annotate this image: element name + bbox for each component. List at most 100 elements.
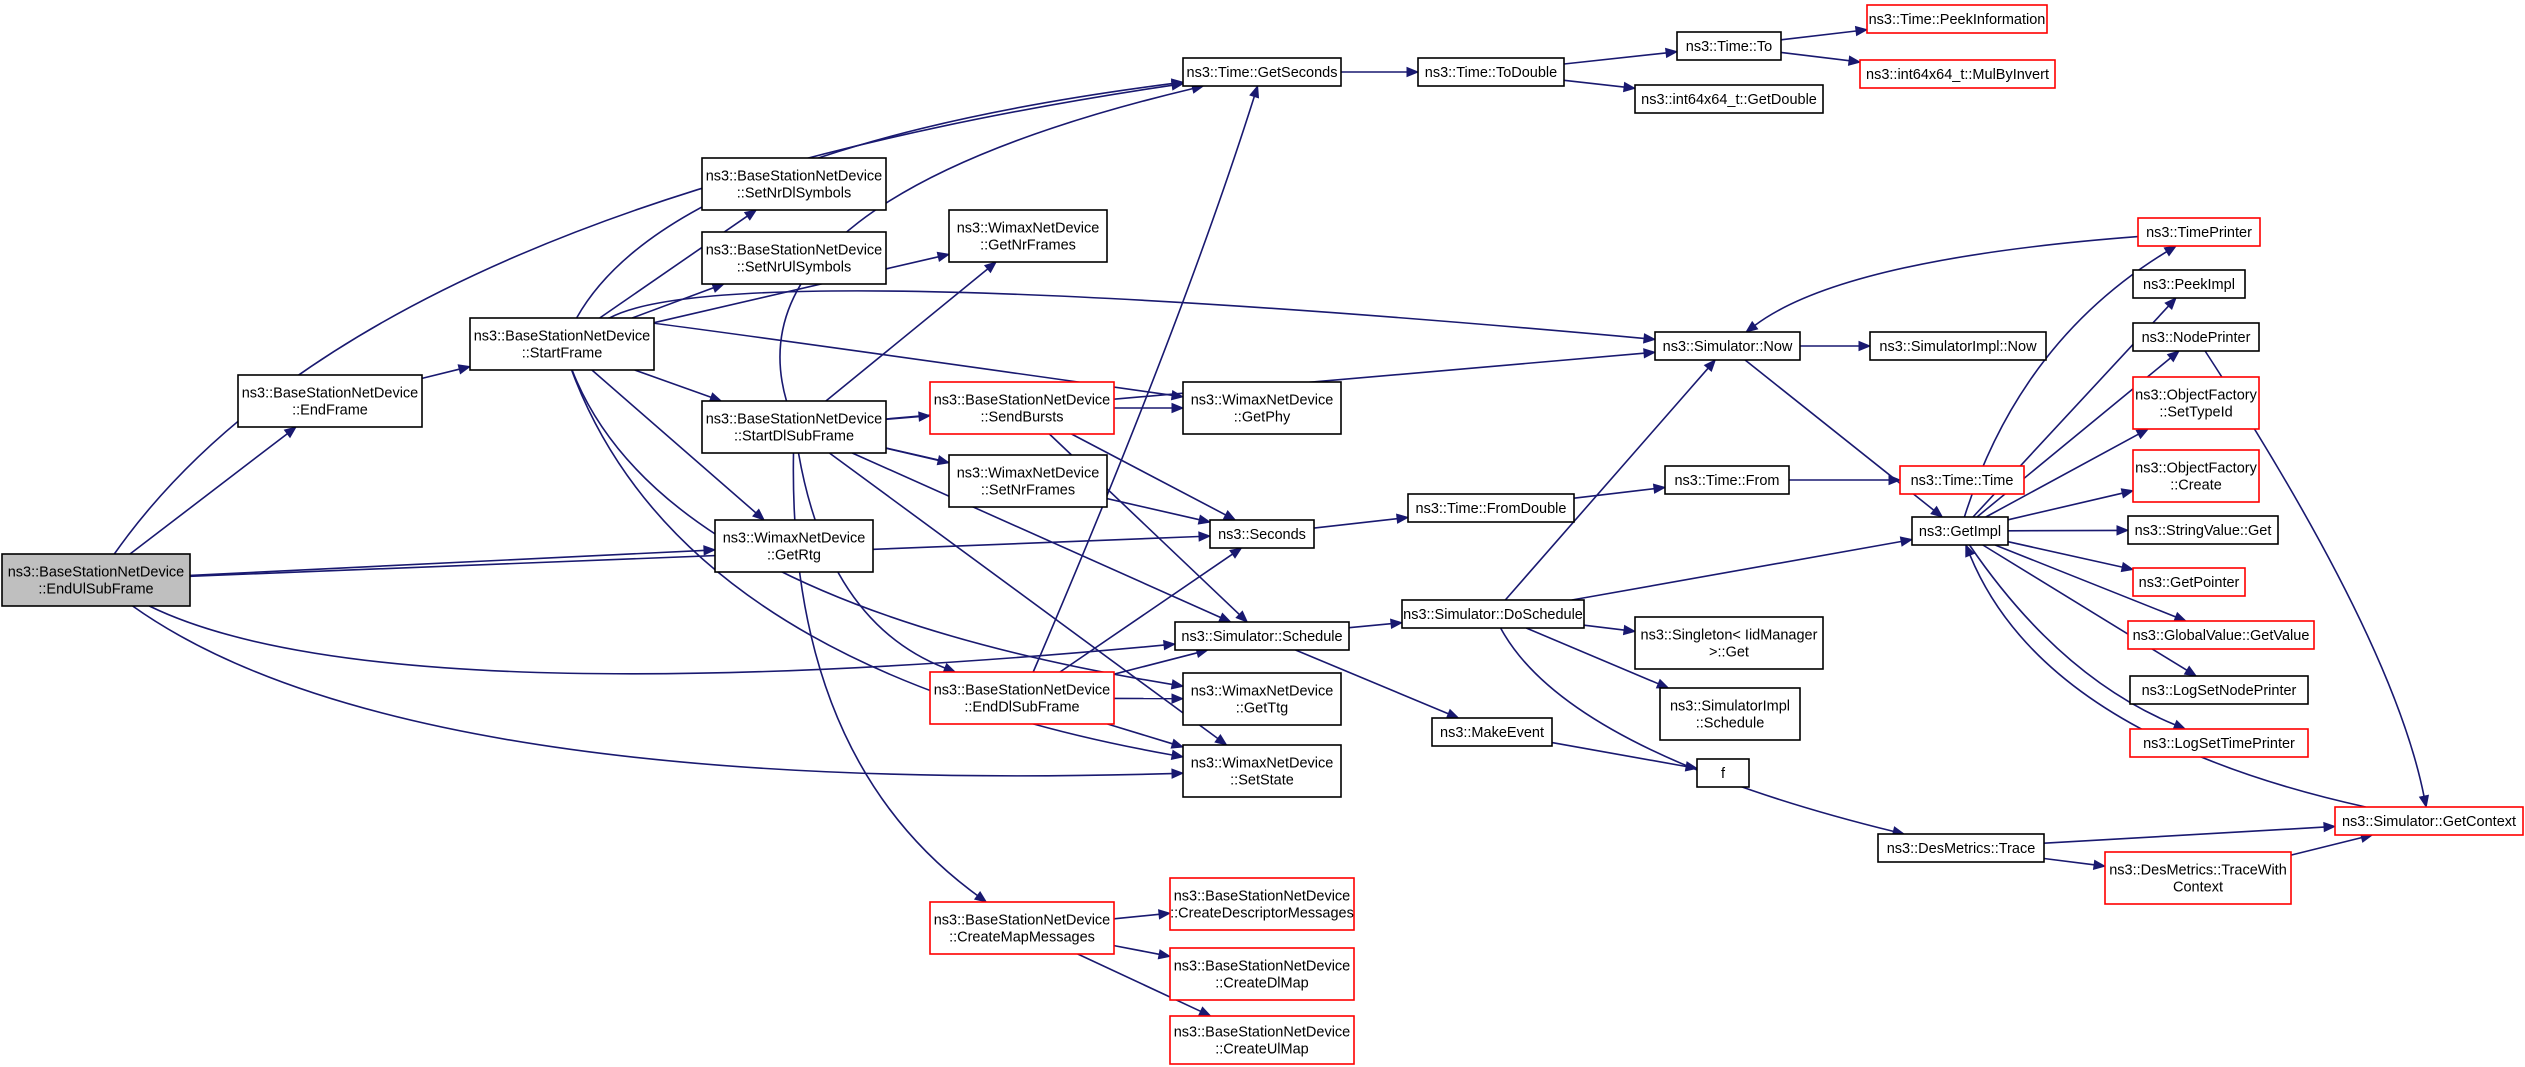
node-setnrframes[interactable]: ns3::WimaxNetDevice::SetNrFrames	[948, 454, 1108, 508]
node-timeprinter[interactable]: ns3::TimePrinter	[2137, 217, 2261, 247]
node-box-tracewithctx[interactable]	[2104, 851, 2292, 905]
node-box-getimpl[interactable]	[1911, 516, 2009, 546]
node-fromdouble[interactable]: ns3::Time::FromDouble	[1407, 493, 1575, 523]
node-box-todouble[interactable]	[1417, 57, 1565, 87]
node-box-stringvalueget[interactable]	[2127, 515, 2279, 545]
node-box-timeto[interactable]	[1676, 31, 1782, 61]
node-box-f[interactable]	[1696, 758, 1750, 788]
node-box-doschedule[interactable]	[1401, 599, 1585, 629]
node-box-createmap[interactable]	[929, 901, 1115, 955]
node-box-logsettime[interactable]	[2129, 728, 2309, 758]
node-endframe[interactable]: ns3::BaseStationNetDevice::EndFrame	[237, 374, 423, 428]
node-ofsettypeid[interactable]: ns3::ObjectFactory::SetTypeId	[2132, 376, 2260, 430]
node-getnrframes[interactable]: ns3::WimaxNetDevice::GetNrFrames	[948, 209, 1108, 263]
node-timetime[interactable]: ns3::Time::Time	[1899, 465, 2025, 495]
node-box-getseconds[interactable]	[1182, 57, 1342, 87]
node-seconds[interactable]: ns3::Seconds	[1209, 519, 1315, 549]
node-box-startdl[interactable]	[701, 400, 887, 454]
node-createdesc[interactable]: ns3::BaseStationNetDevice::CreateDescrip…	[1169, 877, 1355, 931]
node-box-endframe[interactable]	[237, 374, 423, 428]
node-box-setstate[interactable]	[1182, 744, 1342, 798]
node-box-ofcreate[interactable]	[2132, 449, 2260, 503]
node-setstate[interactable]: ns3::WimaxNetDevice::SetState	[1182, 744, 1342, 798]
node-createulmap[interactable]: ns3::BaseStationNetDevice::CreateUlMap	[1169, 1015, 1355, 1065]
node-box-getnrframes[interactable]	[948, 209, 1108, 263]
node-box-mulbyinvert[interactable]	[1859, 59, 2056, 89]
node-box-ofsettypeid[interactable]	[2132, 376, 2260, 430]
node-simnow[interactable]: ns3::Simulator::Now	[1654, 331, 1801, 361]
node-box-enddl[interactable]	[929, 671, 1115, 725]
node-box-int64getdouble[interactable]	[1634, 84, 1824, 114]
node-nodeprinter[interactable]: ns3::NodePrinter	[2132, 322, 2260, 352]
node-box-setnrul[interactable]	[701, 231, 887, 285]
node-box-sendbursts[interactable]	[929, 381, 1115, 435]
node-setnrdl[interactable]: ns3::BaseStationNetDevice::SetNrDlSymbol…	[701, 157, 887, 211]
node-box-singletonget[interactable]	[1634, 616, 1824, 670]
node-box-timetime[interactable]	[1899, 465, 2025, 495]
node-getpointer[interactable]: ns3::GetPointer	[2132, 567, 2246, 597]
node-simimplschedule[interactable]: ns3::SimulatorImpl::Schedule	[1659, 687, 1801, 741]
node-todouble[interactable]: ns3::Time::ToDouble	[1417, 57, 1565, 87]
node-box-destrace[interactable]	[1877, 833, 2045, 863]
node-globalvalue[interactable]: ns3::GlobalValue::GetValue	[2127, 620, 2315, 650]
node-box-peekinfo[interactable]	[1866, 4, 2048, 34]
node-box-createdesc[interactable]	[1169, 877, 1355, 931]
node-setnrul[interactable]: ns3::BaseStationNetDevice::SetNrUlSymbol…	[701, 231, 887, 285]
node-timefrom[interactable]: ns3::Time::From	[1664, 465, 1790, 495]
node-box-makeevent[interactable]	[1431, 717, 1553, 747]
node-singletonget[interactable]: ns3::Singleton< IidManager>::Get	[1634, 616, 1824, 670]
node-box-getpointer[interactable]	[2132, 567, 2246, 597]
node-box-getphy[interactable]	[1182, 381, 1342, 435]
node-getimpl[interactable]: ns3::GetImpl	[1911, 516, 2009, 546]
node-f[interactable]: f	[1696, 758, 1750, 788]
node-box-schedule[interactable]	[1174, 621, 1350, 651]
node-box-simgetcontext[interactable]	[2334, 806, 2524, 836]
node-doschedule[interactable]: ns3::Simulator::DoSchedule	[1401, 599, 1585, 629]
node-endulsub[interactable]: ns3::BaseStationNetDevice::EndUlSubFrame	[1, 553, 191, 607]
node-simimplnow[interactable]: ns3::SimulatorImpl::Now	[1869, 331, 2047, 361]
node-box-fromdouble[interactable]	[1407, 493, 1575, 523]
node-box-simnow[interactable]	[1654, 331, 1801, 361]
node-box-setnrdl[interactable]	[701, 157, 887, 211]
node-box-simimplschedule[interactable]	[1659, 687, 1801, 741]
node-box-createdlmap[interactable]	[1169, 947, 1355, 1001]
node-createdlmap[interactable]: ns3::BaseStationNetDevice::CreateDlMap	[1169, 947, 1355, 1001]
node-getphy[interactable]: ns3::WimaxNetDevice::GetPhy	[1182, 381, 1342, 435]
node-getseconds[interactable]: ns3::Time::GetSeconds	[1182, 57, 1342, 87]
node-box-getttg[interactable]	[1182, 672, 1342, 726]
node-sendbursts[interactable]: ns3::BaseStationNetDevice::SendBursts	[929, 381, 1115, 435]
node-box-setnrframes[interactable]	[948, 454, 1108, 508]
node-getrtg[interactable]: ns3::WimaxNetDevice::GetRtg	[714, 519, 874, 573]
node-box-timefrom[interactable]	[1664, 465, 1790, 495]
node-box-endulsub[interactable]	[1, 553, 191, 607]
node-createmap[interactable]: ns3::BaseStationNetDevice::CreateMapMess…	[929, 901, 1115, 955]
node-box-peekimpl[interactable]	[2132, 269, 2246, 299]
node-box-seconds[interactable]	[1209, 519, 1315, 549]
node-ofcreate[interactable]: ns3::ObjectFactory::Create	[2132, 449, 2260, 503]
node-startdl[interactable]: ns3::BaseStationNetDevice::StartDlSubFra…	[701, 400, 887, 454]
node-box-getrtg[interactable]	[714, 519, 874, 573]
node-logsettime[interactable]: ns3::LogSetTimePrinter	[2129, 728, 2309, 758]
node-peekimpl[interactable]: ns3::PeekImpl	[2132, 269, 2246, 299]
node-destrace[interactable]: ns3::DesMetrics::Trace	[1877, 833, 2045, 863]
node-box-nodeprinter[interactable]	[2132, 322, 2260, 352]
node-makeevent[interactable]: ns3::MakeEvent	[1431, 717, 1553, 747]
node-int64getdouble[interactable]: ns3::int64x64_t::GetDouble	[1634, 84, 1824, 114]
node-logsetnode[interactable]: ns3::LogSetNodePrinter	[2129, 675, 2309, 705]
node-simgetcontext[interactable]: ns3::Simulator::GetContext	[2334, 806, 2524, 836]
node-timeto[interactable]: ns3::Time::To	[1676, 31, 1782, 61]
node-box-createulmap[interactable]	[1169, 1015, 1355, 1065]
node-peekinfo[interactable]: ns3::Time::PeekInformation	[1866, 4, 2048, 34]
node-startframe[interactable]: ns3::BaseStationNetDevice::StartFrame	[469, 317, 655, 371]
node-getttg[interactable]: ns3::WimaxNetDevice::GetTtg	[1182, 672, 1342, 726]
node-box-simimplnow[interactable]	[1869, 331, 2047, 361]
node-box-logsetnode[interactable]	[2129, 675, 2309, 705]
node-stringvalueget[interactable]: ns3::StringValue::Get	[2127, 515, 2279, 545]
node-mulbyinvert[interactable]: ns3::int64x64_t::MulByInvert	[1859, 59, 2056, 89]
node-box-timeprinter[interactable]	[2137, 217, 2261, 247]
node-box-globalvalue[interactable]	[2127, 620, 2315, 650]
node-schedule[interactable]: ns3::Simulator::Schedule	[1174, 621, 1350, 651]
node-box-startframe[interactable]	[469, 317, 655, 371]
node-enddl[interactable]: ns3::BaseStationNetDevice::EndDlSubFrame	[929, 671, 1115, 725]
